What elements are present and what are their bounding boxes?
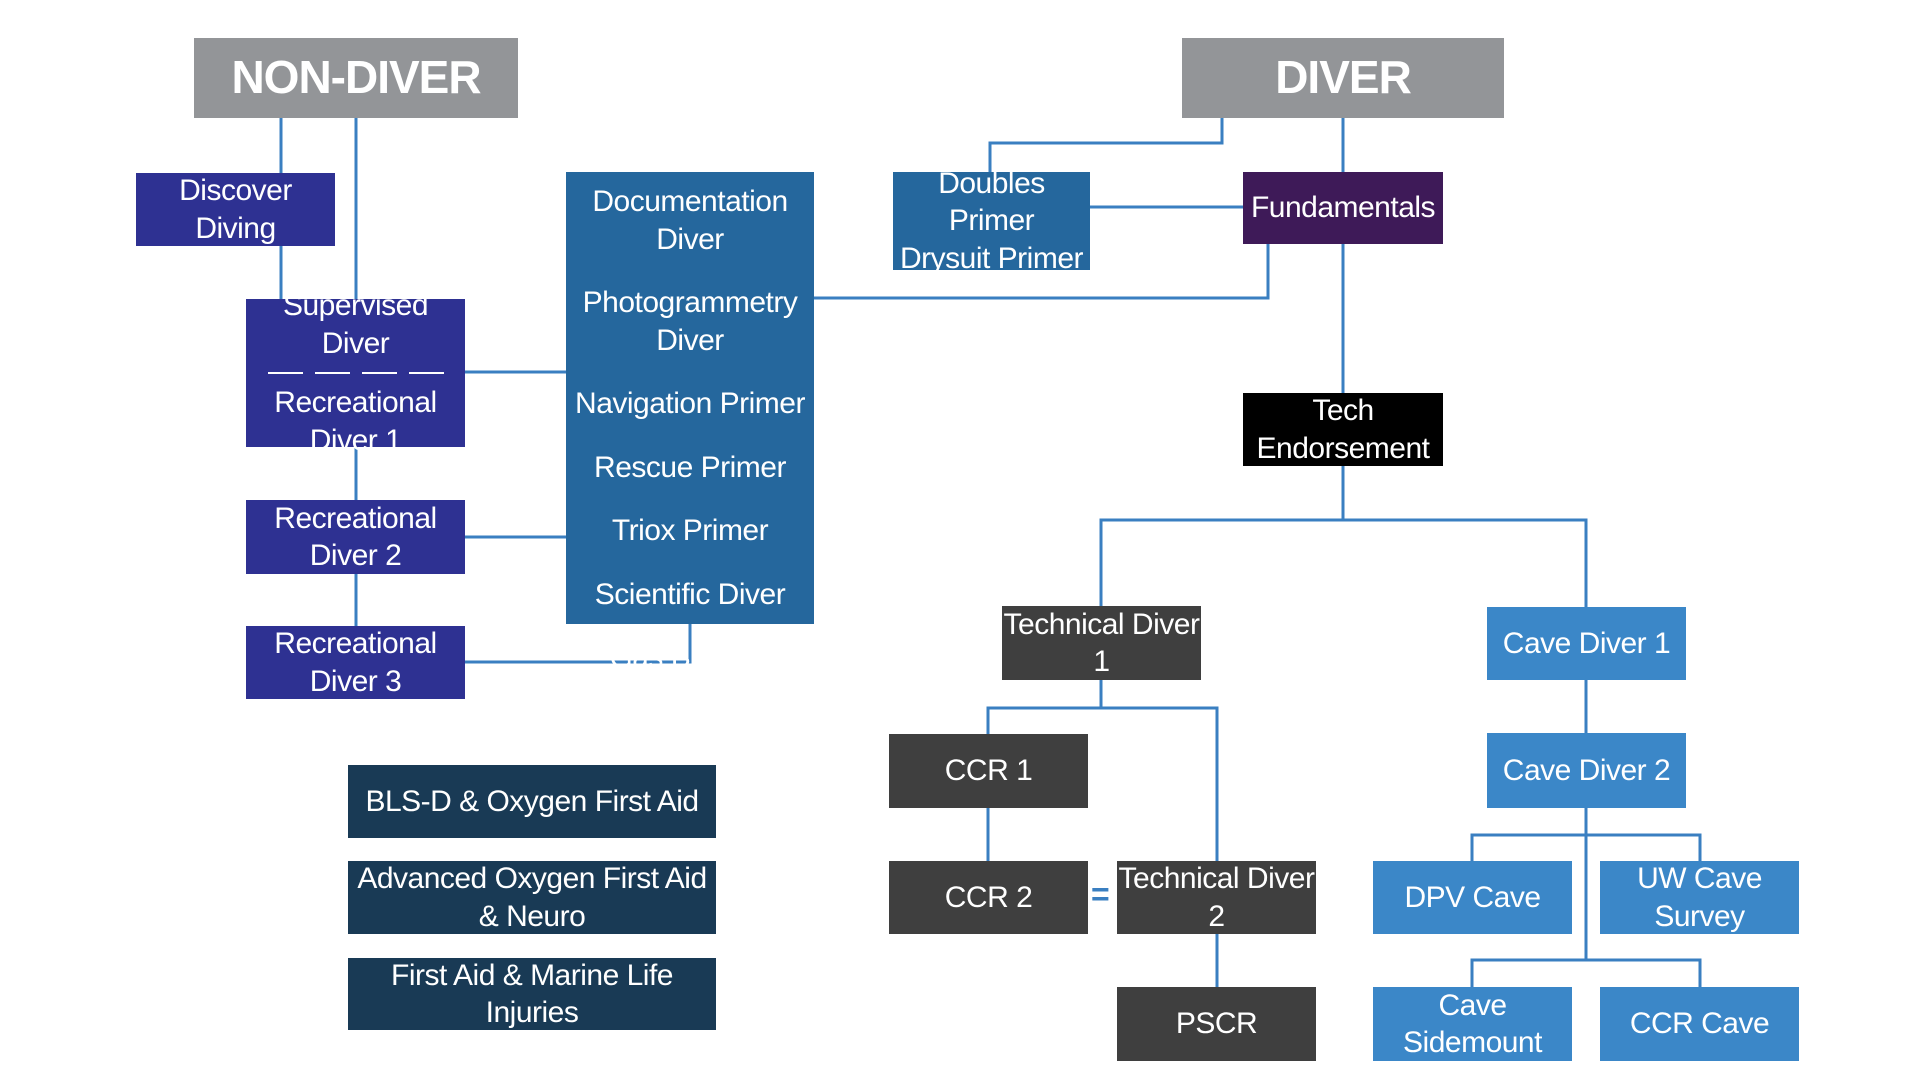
first-aid-course-label: Advanced Oxygen First Aid & Neuro bbox=[357, 862, 707, 933]
ccr-1-label: CCR 1 bbox=[944, 754, 1033, 788]
diver-header-label: DIVER bbox=[1275, 51, 1412, 104]
pscr-label: PSCR bbox=[1175, 1007, 1258, 1041]
tech-endorsement-box[interactable]: Tech Endorsement bbox=[1243, 393, 1443, 466]
specialty-item[interactable]: Gas Blender bbox=[609, 641, 771, 674]
dpv-cave-label: DPV Cave bbox=[1404, 880, 1541, 914]
specialty-item[interactable]: Scientific Diver bbox=[594, 577, 786, 611]
technical-diver-1-box[interactable]: Technical Diver 1 bbox=[1002, 606, 1201, 680]
non-diver-header: NON-DIVER bbox=[194, 38, 518, 118]
non-diver-header-label: NON-DIVER bbox=[231, 51, 481, 104]
dashed-separator bbox=[267, 372, 444, 374]
fundamentals-box[interactable]: Fundamentals bbox=[1243, 172, 1443, 244]
equivalence-sign: = bbox=[1091, 876, 1110, 912]
uw-cave-survey-label: UW Cave Survey bbox=[1637, 862, 1762, 933]
discover-diving-box[interactable]: Discover Diving bbox=[136, 173, 335, 246]
technical-diver-1-label: Technical Diver 1 bbox=[1003, 607, 1200, 679]
recreational-diver-2-label: Recreational Diver 2 bbox=[274, 501, 437, 573]
supervised-diver-label: Supervised Diver bbox=[282, 289, 429, 360]
connector bbox=[1470, 958, 1702, 987]
specialty-item[interactable]: Rescue Primer bbox=[594, 450, 786, 484]
cave-diver-1-label: Cave Diver 1 bbox=[1502, 626, 1671, 660]
recreational-diver-1-label: Recreational Diver 1 bbox=[274, 386, 437, 457]
specialty-item[interactable]: Documentation Diver bbox=[592, 185, 788, 256]
first-aid-course-box[interactable]: First Aid & Marine Life Injuries bbox=[348, 958, 716, 1030]
specialty-item[interactable]: Triox Primer bbox=[611, 514, 769, 547]
ccr-2-box[interactable]: CCR 2 bbox=[889, 861, 1088, 934]
connector bbox=[988, 118, 1224, 172]
connector bbox=[465, 624, 692, 664]
specialty-item[interactable]: Navigation Primer bbox=[575, 387, 805, 420]
connector bbox=[1099, 518, 1588, 607]
dpv-cave-box[interactable]: DPV Cave bbox=[1373, 861, 1572, 934]
fundamentals-label: Fundamentals bbox=[1250, 191, 1436, 225]
specialty-item[interactable]: DPV 1 bbox=[647, 121, 733, 155]
diver-header: DIVER bbox=[1182, 38, 1504, 118]
connector bbox=[814, 244, 1270, 300]
discover-diving-label: Discover Diving bbox=[179, 174, 292, 245]
connector bbox=[1470, 833, 1702, 861]
recreational-diver-3-box[interactable]: Recreational Diver 3 bbox=[246, 626, 465, 699]
first-aid-course-label: First Aid & Marine Life Injuries bbox=[391, 958, 673, 1030]
recreational-diver-3-label: Recreational Diver 3 bbox=[274, 627, 437, 698]
cave-diver-2-label: Cave Diver 2 bbox=[1502, 753, 1671, 787]
specialty-item[interactable]: Photogrammetry Diver bbox=[582, 286, 798, 357]
cave-diver-1-box[interactable]: Cave Diver 1 bbox=[1487, 607, 1686, 680]
specialty-course-stack: DPV 1 Documentation Diver Photogrammetry… bbox=[566, 122, 814, 674]
doubles-drysuit-primer-box[interactable]: Doubles Primer Drysuit Primer bbox=[893, 167, 1090, 275]
supervised-recreational-1-box[interactable]: Supervised Diver Recreational Diver 1 bbox=[246, 289, 465, 457]
ccr-cave-box[interactable]: CCR Cave bbox=[1600, 987, 1799, 1061]
cave-sidemount-box[interactable]: Cave Sidemount bbox=[1373, 987, 1572, 1061]
tech-endorsement-label: Tech Endorsement bbox=[1256, 394, 1430, 465]
drysuit-primer-label: Drysuit Primer bbox=[899, 241, 1084, 275]
technical-diver-2-box[interactable]: Technical Diver 2 bbox=[1117, 861, 1316, 934]
cave-sidemount-label: Cave Sidemount bbox=[1403, 988, 1542, 1060]
pscr-box[interactable]: PSCR bbox=[1117, 987, 1316, 1061]
ccr-cave-label: CCR Cave bbox=[1629, 1007, 1770, 1041]
doubles-primer-label: Doubles Primer bbox=[938, 166, 1045, 238]
first-aid-course-box[interactable]: Advanced Oxygen First Aid & Neuro bbox=[348, 861, 716, 934]
first-aid-course-label: BLS-D & Oxygen First Aid bbox=[365, 784, 699, 818]
first-aid-course-box[interactable]: BLS-D & Oxygen First Aid bbox=[348, 765, 716, 838]
ccr-1-box[interactable]: CCR 1 bbox=[889, 734, 1088, 808]
uw-cave-survey-box[interactable]: UW Cave Survey bbox=[1600, 861, 1799, 934]
technical-diver-2-label: Technical Diver 2 bbox=[1118, 862, 1315, 933]
recreational-diver-2-box[interactable]: Recreational Diver 2 bbox=[246, 500, 465, 574]
cave-diver-2-box[interactable]: Cave Diver 2 bbox=[1487, 733, 1686, 808]
ccr-2-label: CCR 2 bbox=[944, 880, 1033, 914]
connector bbox=[986, 706, 1219, 861]
